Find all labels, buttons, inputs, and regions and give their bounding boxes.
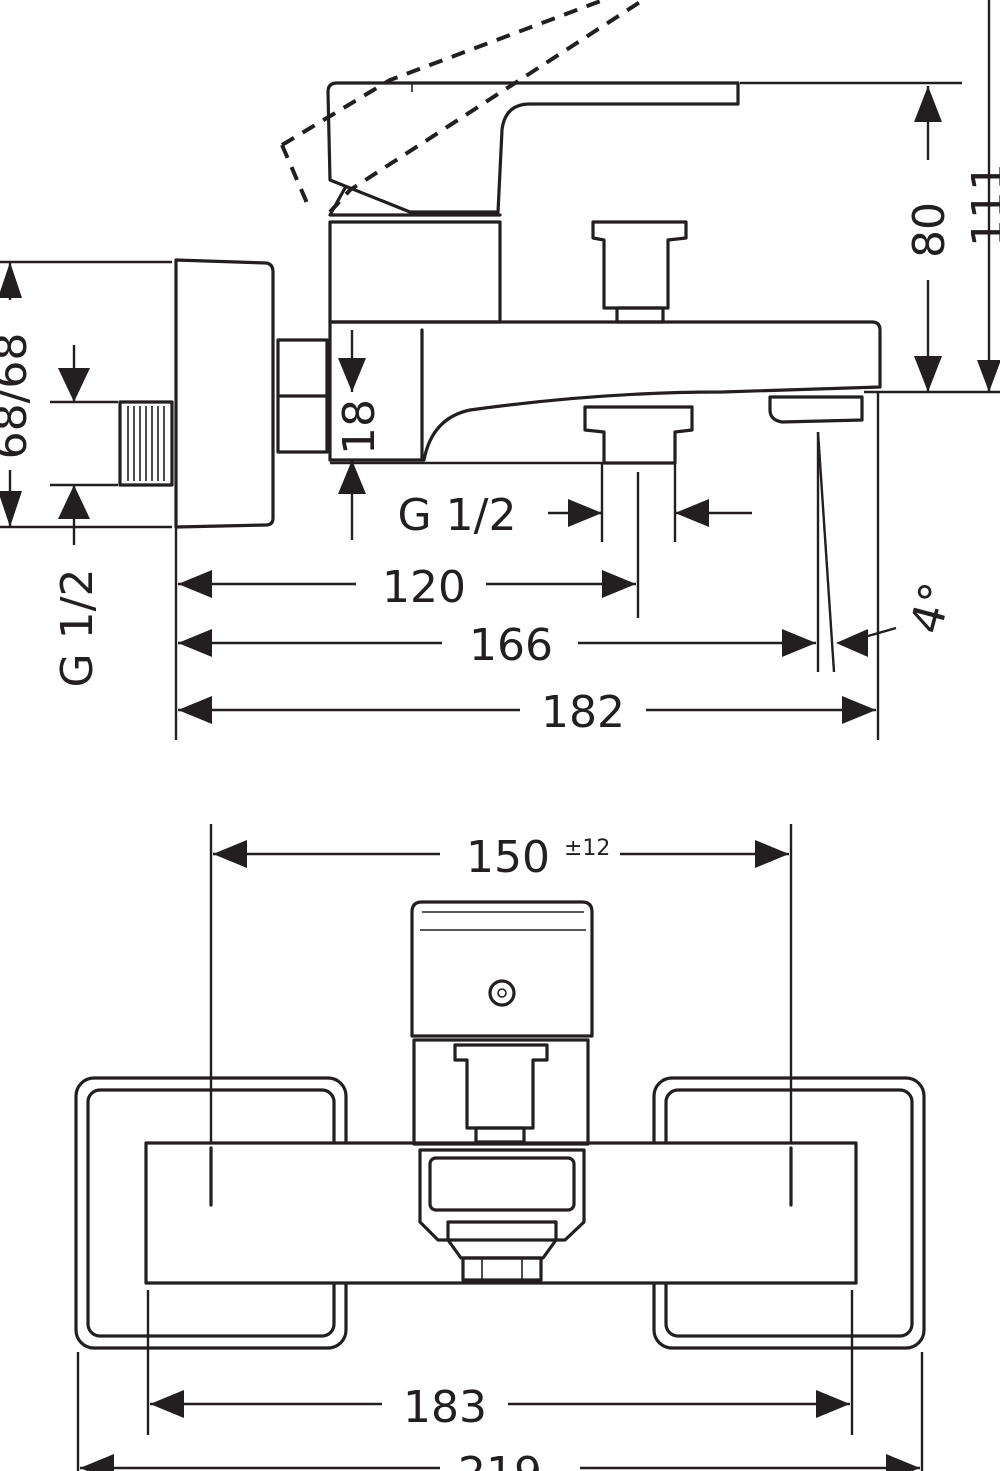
outlet-thread-arrow-left bbox=[568, 499, 602, 527]
dim-166-label: 166 bbox=[469, 620, 553, 671]
dim-166-arrow-right bbox=[782, 629, 816, 657]
dim-219-arrow-left bbox=[80, 1454, 114, 1471]
diverter-stem bbox=[615, 306, 665, 324]
dim-182-label: 182 bbox=[541, 687, 625, 738]
dim-111-label: 111 bbox=[963, 163, 1000, 247]
dim-80-label: 80 bbox=[904, 202, 955, 258]
inlet-thread-label: G 1/2 bbox=[52, 569, 103, 688]
dim-18-arrow-bottom bbox=[338, 460, 366, 494]
handle-raised-outline bbox=[280, 0, 642, 214]
spout-body bbox=[328, 320, 882, 462]
lever-handle bbox=[326, 81, 740, 214]
lever-collar bbox=[328, 186, 502, 217]
side-view: 111 80 68/68 G 1/2 18 bbox=[0, 0, 1000, 740]
angle-line bbox=[816, 431, 836, 673]
dim-68-label: 68/68 bbox=[0, 333, 37, 460]
dim-219-arrow-right bbox=[886, 1454, 920, 1471]
dim-219-label: 219 bbox=[458, 1448, 542, 1471]
dim-120-arrow-left bbox=[178, 570, 212, 598]
cartridge-front bbox=[412, 1038, 590, 1146]
dim-150-arrow-right bbox=[755, 840, 789, 868]
outlet-thread-arrow-right bbox=[675, 499, 709, 527]
dim-120-label: 120 bbox=[382, 562, 466, 613]
outlet-front bbox=[446, 1220, 558, 1260]
handle-indicator bbox=[488, 979, 516, 1007]
dim-68-arrow-bottom bbox=[0, 491, 22, 527]
dim-80-arrow-bottom bbox=[914, 356, 942, 392]
dim-166-arrow-left bbox=[178, 629, 212, 657]
threaded-inlet bbox=[118, 400, 174, 487]
spout-front bbox=[418, 1148, 586, 1242]
aerator-outlet bbox=[768, 395, 864, 424]
thread-arrow-top bbox=[58, 368, 90, 402]
diverter-front bbox=[453, 1043, 549, 1130]
shower-outlet bbox=[583, 405, 694, 465]
dim-18-arrow-top bbox=[338, 358, 366, 392]
dim-18-label: 18 bbox=[334, 399, 385, 455]
angle-label: 4° bbox=[901, 577, 963, 638]
front-view: 150 ±12 183 bbox=[74, 824, 926, 1471]
outlet-thread-label: G 1/2 bbox=[398, 490, 517, 541]
dim-150-label: 150 bbox=[466, 832, 550, 883]
dim-68-arrow-top bbox=[0, 262, 22, 298]
dim-120-arrow-right bbox=[602, 570, 636, 598]
lever-front bbox=[410, 900, 594, 1038]
diverter-knob bbox=[591, 220, 688, 310]
dim-182-arrow-right bbox=[842, 696, 876, 724]
dim-183-label: 183 bbox=[403, 1382, 487, 1433]
dim-80-arrow-top bbox=[914, 86, 942, 122]
wall-flange bbox=[174, 258, 275, 529]
cartridge-body bbox=[328, 220, 502, 324]
thread-hatching bbox=[127, 406, 165, 481]
dim-150-arrow-left bbox=[213, 840, 247, 868]
dim-183-arrow-right bbox=[816, 1390, 850, 1418]
dim-182-arrow-left bbox=[178, 696, 212, 724]
dim-183-arrow-left bbox=[150, 1390, 184, 1418]
thread-arrow-bottom bbox=[58, 485, 90, 519]
dim-150-tolerance: ±12 bbox=[564, 836, 610, 861]
angle-arrow bbox=[836, 629, 868, 657]
nut-hex bbox=[276, 338, 329, 454]
dim-111-arrow bbox=[977, 360, 1000, 392]
